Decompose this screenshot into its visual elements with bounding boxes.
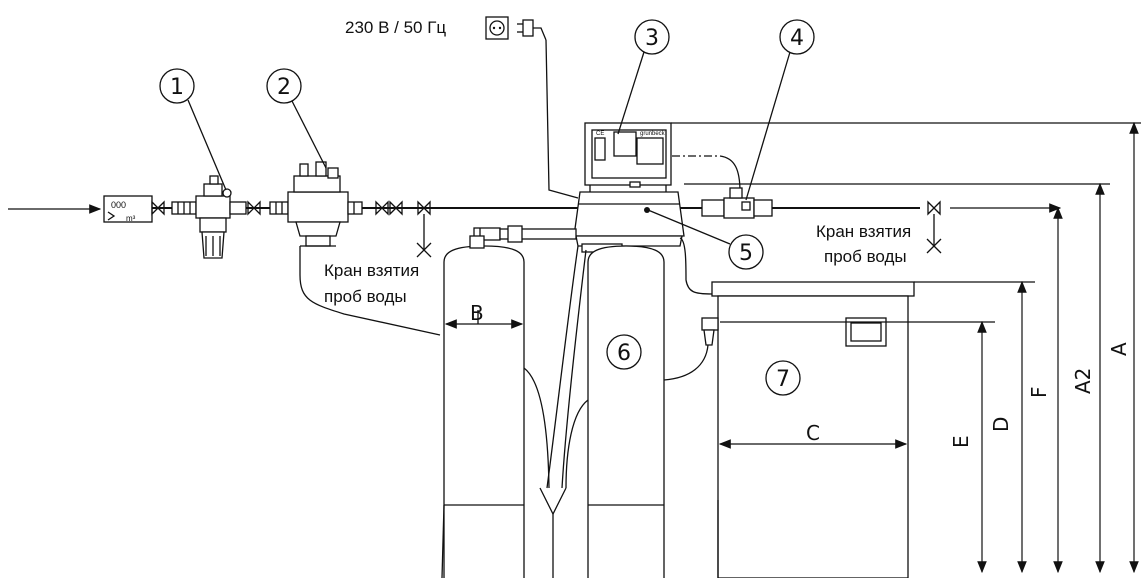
sample-valve-right-icon: [927, 200, 941, 216]
dim-a2-label: A2: [1071, 368, 1095, 394]
sample-label-left-line1: Кран взятия: [324, 261, 419, 280]
valve-icon: [247, 200, 261, 216]
callout-7-number: 7: [776, 367, 790, 392]
callout-2-number: 2: [277, 75, 291, 100]
sample-valve-left-icon: [417, 200, 431, 216]
dimension-lines: B C E D F A2 A: [444, 121, 1141, 574]
controller: grunbeck CE: [584, 122, 741, 193]
controller-brand: grunbeck: [640, 131, 666, 137]
callout-2: [266, 68, 302, 104]
dim-b-label: B: [470, 301, 484, 325]
callout-3: [634, 19, 670, 55]
callout-3-number: 3: [645, 26, 659, 51]
sample-valve-label-left: Кран взятия проб воды: [299, 252, 441, 336]
controller-mark: CE: [596, 131, 604, 137]
valve-icon: [375, 200, 389, 216]
power-cable: [545, 39, 579, 199]
callout-4: [779, 19, 815, 55]
dim-e-label: E: [949, 435, 973, 448]
meter-digits: 000: [111, 200, 126, 210]
valve-icon: [389, 200, 403, 216]
callout-6-number: 6: [617, 341, 631, 366]
outlet-valve: [701, 187, 773, 219]
callout-7: [765, 360, 801, 396]
dim-f-label: F: [1027, 386, 1051, 398]
dim-c-label: C: [806, 421, 820, 445]
dim-a-label: A: [1107, 342, 1131, 356]
brine-tank: [701, 281, 915, 578]
valve-icon: [151, 200, 165, 216]
drain: [523, 245, 709, 578]
meter-unit: m³: [126, 214, 136, 223]
leader-line: [299, 252, 441, 336]
socket-icon: [485, 16, 509, 40]
pressure-gauge-icon: [222, 188, 232, 198]
callout-1: [159, 68, 195, 104]
sample-valve-label-right: Кран взятия проб воды: [816, 222, 911, 266]
shutoff-valves: [151, 200, 942, 258]
dim-d-label: D: [989, 417, 1013, 432]
valve-block: [269, 161, 363, 252]
filter-unit: [171, 175, 247, 259]
water-meter: 000 m³: [103, 195, 153, 223]
sample-label-right-line1: Кран взятия: [816, 222, 911, 241]
power-label: 230 В / 50 Гц: [345, 18, 446, 37]
callout-5: [728, 234, 764, 270]
resin-tank-left: [441, 235, 525, 578]
resin-tank-right: [587, 245, 665, 578]
plug-icon: [517, 19, 547, 41]
callout-5-number: 5: [739, 241, 753, 266]
main-pipe: [8, 203, 1062, 214]
callout-1-number: 1: [170, 75, 184, 100]
callouts: 1 2 3 4 5 6 7: [159, 19, 815, 396]
callout-6: [606, 334, 642, 370]
callout-4-number: 4: [790, 26, 804, 51]
power-supply: 230 В / 50 Гц: [345, 16, 579, 199]
connecting-pipes: [473, 225, 577, 243]
sample-label-left-line2: проб воды: [324, 287, 407, 306]
sample-label-right-line2: проб воды: [824, 247, 907, 266]
